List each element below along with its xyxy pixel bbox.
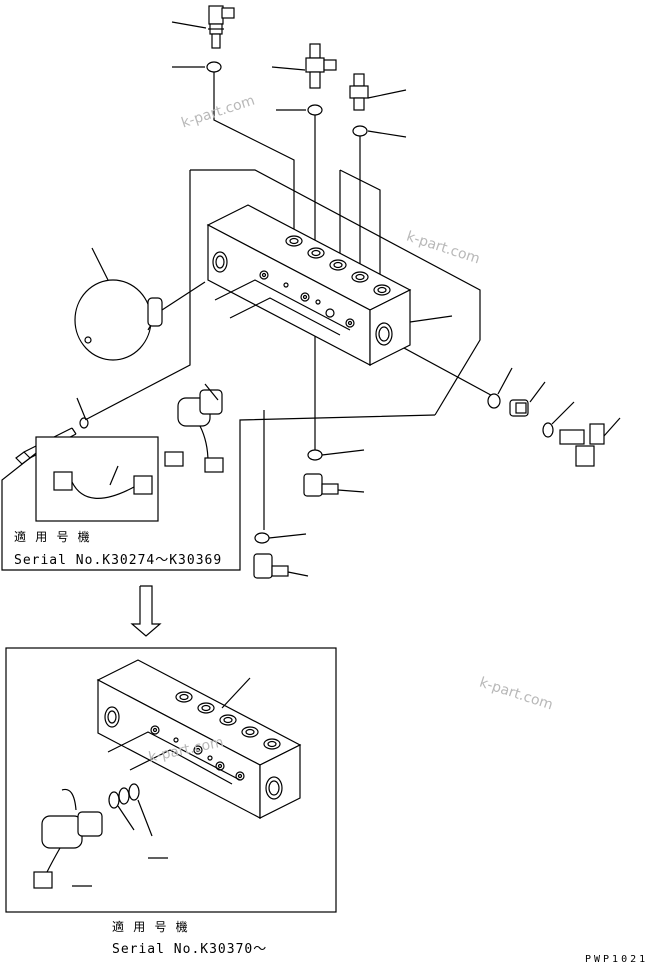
accumulator bbox=[74, 279, 163, 361]
upper-box-heading: 適 用 号 機 bbox=[14, 530, 91, 544]
valve-block-upper bbox=[206, 204, 412, 366]
lower-box-heading: 適 用 号 機 bbox=[112, 920, 189, 934]
connection-lines bbox=[1, 72, 501, 571]
elbow-fitting-lower-2 bbox=[253, 553, 289, 579]
upper-box-serial: Serial No.K30274～K30369 bbox=[14, 553, 223, 568]
washer bbox=[79, 417, 89, 429]
tee-fitting-top bbox=[305, 43, 337, 89]
o-ring-lower-1 bbox=[307, 449, 323, 461]
o-ring-top-right bbox=[352, 125, 368, 137]
o-rings-lower bbox=[108, 783, 140, 809]
harness-detail-box bbox=[35, 436, 159, 522]
valve-block-lower bbox=[96, 659, 302, 819]
solenoid-lower bbox=[33, 788, 103, 889]
solenoid-upper bbox=[164, 389, 224, 473]
lower-box-serial: Serial No.K30370～ bbox=[112, 942, 268, 957]
elbow-fitting-right bbox=[559, 423, 605, 467]
o-ring-top-mid bbox=[307, 104, 323, 116]
o-ring-right-2 bbox=[542, 422, 554, 438]
o-ring-right-1 bbox=[487, 393, 501, 409]
lower-detail-frame bbox=[5, 647, 337, 913]
o-ring-lower-2 bbox=[254, 532, 270, 544]
o-ring-top-left bbox=[206, 61, 222, 73]
plug-right bbox=[509, 399, 529, 417]
elbow-fitting-top bbox=[208, 5, 235, 49]
elbow-fitting-lower-1 bbox=[303, 473, 339, 497]
down-arrow-icon bbox=[130, 585, 162, 637]
drawing-code: PWP1021 bbox=[585, 954, 649, 965]
straight-fitting-top bbox=[349, 73, 369, 111]
